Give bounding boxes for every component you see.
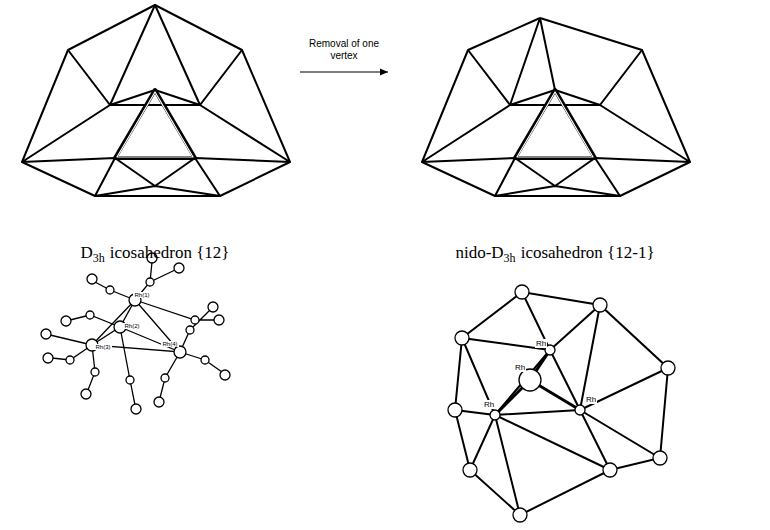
molecule-structure (41, 253, 230, 414)
reaction-arrow (300, 71, 388, 72)
atom-label: Rh(1) (133, 292, 150, 298)
cluster-polyhedron (455, 292, 668, 515)
caption-text: nido-D (455, 243, 503, 262)
caption-text: D (80, 243, 92, 262)
icosahedron-figure (22, 5, 290, 196)
arrow-label: Removal of one vertex (304, 38, 384, 62)
caption-text: icosahedron {12} (110, 243, 230, 262)
atom-label: Rh (483, 400, 495, 409)
atom-label: Rh (535, 339, 547, 348)
figure-caption: nido-D3h icosahedron {12-1} (455, 243, 654, 266)
caption-text: 3h (93, 251, 105, 265)
atom-label: Rh(3) (94, 344, 111, 350)
atom-label: Rh(2) (123, 323, 140, 329)
atom-circles (448, 285, 675, 522)
atom-label: Rh (514, 363, 526, 372)
atom-label: Rh (585, 395, 597, 404)
caption-text: icosahedron {12-1} (521, 243, 655, 262)
caption-text: 3h (504, 251, 516, 265)
figure-caption: D3h icosahedron {12} (80, 243, 229, 266)
atom-label: Rh(4) (161, 341, 178, 347)
nido-icosahedron-figure (422, 18, 690, 196)
